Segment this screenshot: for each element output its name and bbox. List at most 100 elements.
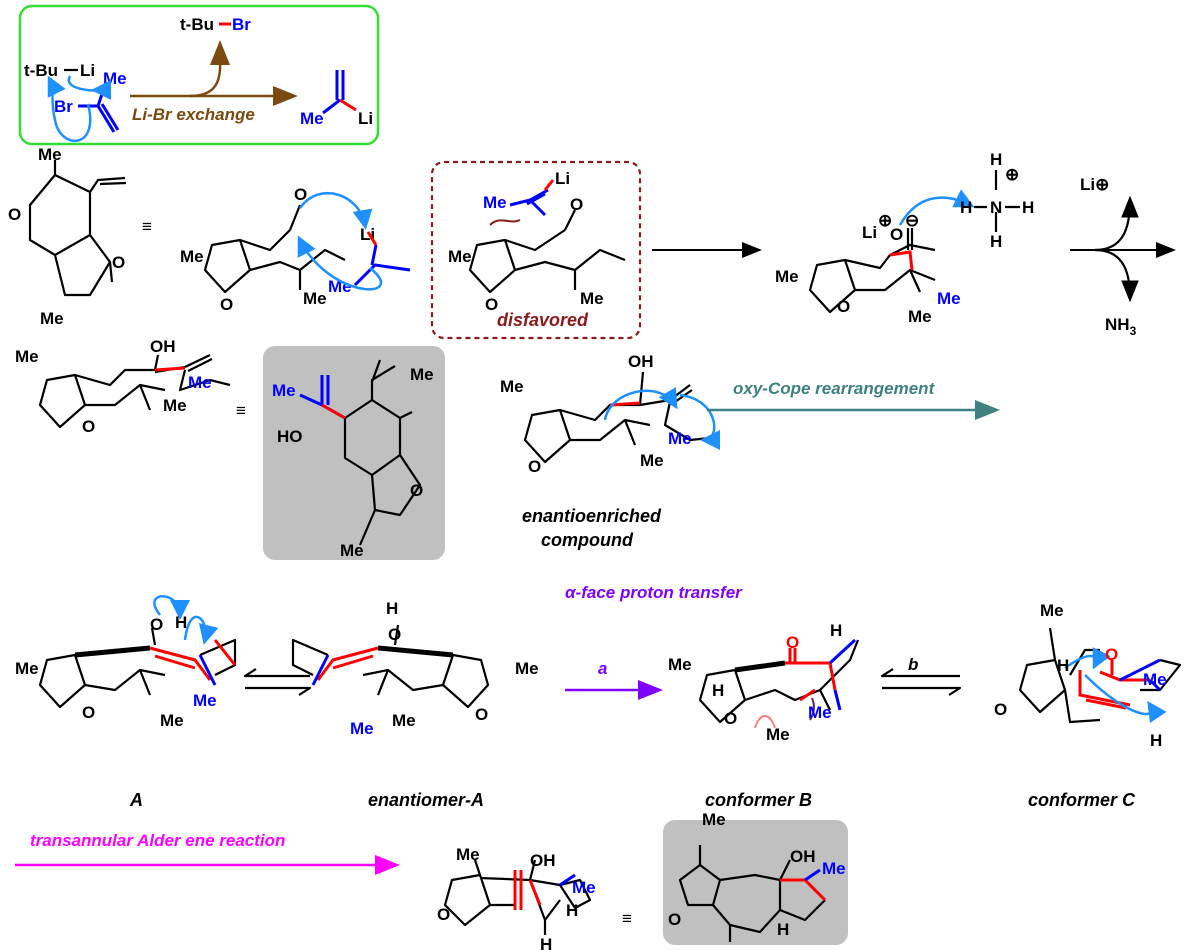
- atom-label: Me: [300, 109, 324, 128]
- atom-label: Me: [572, 878, 596, 897]
- lithium-cation: Li⊕: [1080, 175, 1109, 194]
- enantiomer-A: H O Me Me Me O enantiomer-A: [291, 599, 539, 810]
- atom-label: Me: [103, 69, 127, 88]
- atom-label: O: [570, 195, 583, 214]
- li-br-exchange-box: t-Bu Br t-Bu Li Me Br Li-Br exchange Me …: [18, 4, 380, 146]
- atom-label: Me: [1143, 670, 1167, 689]
- atom-label: O: [437, 905, 450, 924]
- atom-label: Me: [515, 659, 539, 678]
- atom-label: Me: [500, 377, 524, 396]
- atom-label: Me: [193, 691, 217, 710]
- atom-label: Me: [38, 145, 62, 164]
- reaction-label: α-face proton transfer: [565, 583, 743, 602]
- atom-label: Me: [668, 655, 692, 674]
- reaction-label: Li-Br exchange: [132, 105, 255, 124]
- compound-label: disfavored: [497, 310, 589, 330]
- atom-label: Me: [640, 451, 664, 470]
- atom-label: Me: [1040, 601, 1064, 620]
- atom-label: O: [668, 910, 681, 929]
- reaction-label: oxy-Cope rearrangement: [733, 379, 936, 398]
- atom-label: Me: [303, 289, 327, 308]
- atom-label: Me: [410, 365, 434, 384]
- atom-label: OH: [628, 352, 654, 371]
- atom-label: Br: [232, 15, 251, 34]
- atom-label: O: [410, 481, 423, 500]
- atom-label: Li: [358, 109, 373, 128]
- step-label: a: [598, 659, 607, 678]
- ene-product: Me OH Me O H H: [437, 845, 596, 950]
- atom-label: OH: [150, 337, 176, 356]
- atom-label: t-Bu: [180, 15, 214, 34]
- atom-label: O: [1105, 645, 1118, 664]
- atom-label: Me: [340, 541, 364, 560]
- atom-label: H: [830, 621, 842, 640]
- atom-label: H: [566, 901, 578, 920]
- atom-label: O: [724, 709, 737, 728]
- starting-ketone: Me O O Me: [8, 145, 127, 328]
- ketone-with-isopropenyllithium: Me O O Me Li Me: [180, 185, 411, 314]
- atom-label: Me: [483, 193, 507, 212]
- atom-label: Me: [15, 659, 39, 678]
- equivalence-sign: ≡: [142, 217, 152, 236]
- atom-label: Me: [272, 381, 296, 400]
- compound-label: enantiomer-A: [368, 790, 484, 810]
- atom-label: Me: [775, 267, 799, 286]
- equivalence-sign: ≡: [236, 401, 246, 420]
- atom-label: H: [175, 613, 187, 632]
- atom-label: O: [837, 297, 850, 316]
- atom-label: H: [386, 599, 398, 618]
- atom-label: H: [990, 232, 1002, 251]
- atom-label: Br: [54, 97, 73, 116]
- atom-label: Me: [456, 845, 480, 864]
- atom-label: H: [960, 198, 972, 217]
- atom-label: H: [540, 935, 552, 950]
- atom-label: Me: [448, 247, 472, 266]
- atom-label: H: [1057, 656, 1069, 675]
- atom-label: Me: [937, 289, 961, 308]
- atom-label: Me: [766, 725, 790, 744]
- atom-label: Me: [163, 396, 187, 415]
- equivalence-sign: ≡: [622, 909, 632, 928]
- atom-label: Me: [808, 703, 832, 722]
- atom-label: O: [890, 225, 903, 244]
- atom-label: O: [294, 185, 307, 204]
- atom-label: O: [786, 633, 799, 652]
- atom-label: Me: [40, 309, 64, 328]
- atom-label: Me: [392, 711, 416, 730]
- atom-label: O: [388, 625, 401, 644]
- enantioenriched-compound: Me OH Me Me O enantioenriched compound: [500, 352, 721, 550]
- compound-label: enantioenriched: [522, 506, 662, 526]
- atom-label: H: [777, 920, 789, 939]
- atom-label: Me: [580, 289, 604, 308]
- conformer-A: Me O H Me Me O A: [15, 595, 237, 810]
- atom-label: t-Bu: [24, 61, 58, 80]
- atom-label: Me: [822, 859, 846, 878]
- final-product-box: Me OH Me O H: [663, 810, 848, 945]
- atom-label: O: [475, 705, 488, 724]
- compound-label: compound: [541, 530, 634, 550]
- compound-label: A: [129, 790, 143, 810]
- atom-label: Me: [328, 277, 352, 296]
- atom-label: Me: [702, 810, 726, 829]
- conformer-C: Me O H Me H O conformer C: [994, 601, 1182, 810]
- reaction-label: transannular Alder ene reaction: [30, 831, 285, 850]
- atom-label: O: [220, 295, 233, 314]
- atom-label: Me: [15, 347, 39, 366]
- atom-label: HO: [277, 427, 303, 446]
- atom-label: OH: [530, 851, 556, 870]
- compound-label: conformer C: [1028, 790, 1136, 810]
- lithium-alkoxide: Li ⊕ O ⊖ Me Me Me O: [775, 189, 975, 326]
- charge: ⊕: [878, 211, 892, 230]
- atom-label: Li: [862, 223, 877, 242]
- ammonium-ion: H ⊕ H N H H: [960, 150, 1034, 251]
- atom-label: O: [150, 615, 163, 634]
- atom-label: O: [485, 295, 498, 314]
- atom-label: O: [82, 417, 95, 436]
- atom-label: OH: [790, 847, 816, 866]
- disfavored-approach-box: Li Me Me O O Me disfavored: [430, 160, 642, 340]
- conformer-B: Me O H H Me Me O conformer B: [668, 621, 860, 810]
- tertiary-alcohol-flat-box: Me HO Me O Me: [263, 346, 445, 560]
- atom-label: Li: [80, 61, 95, 80]
- atom-label: H: [712, 681, 724, 700]
